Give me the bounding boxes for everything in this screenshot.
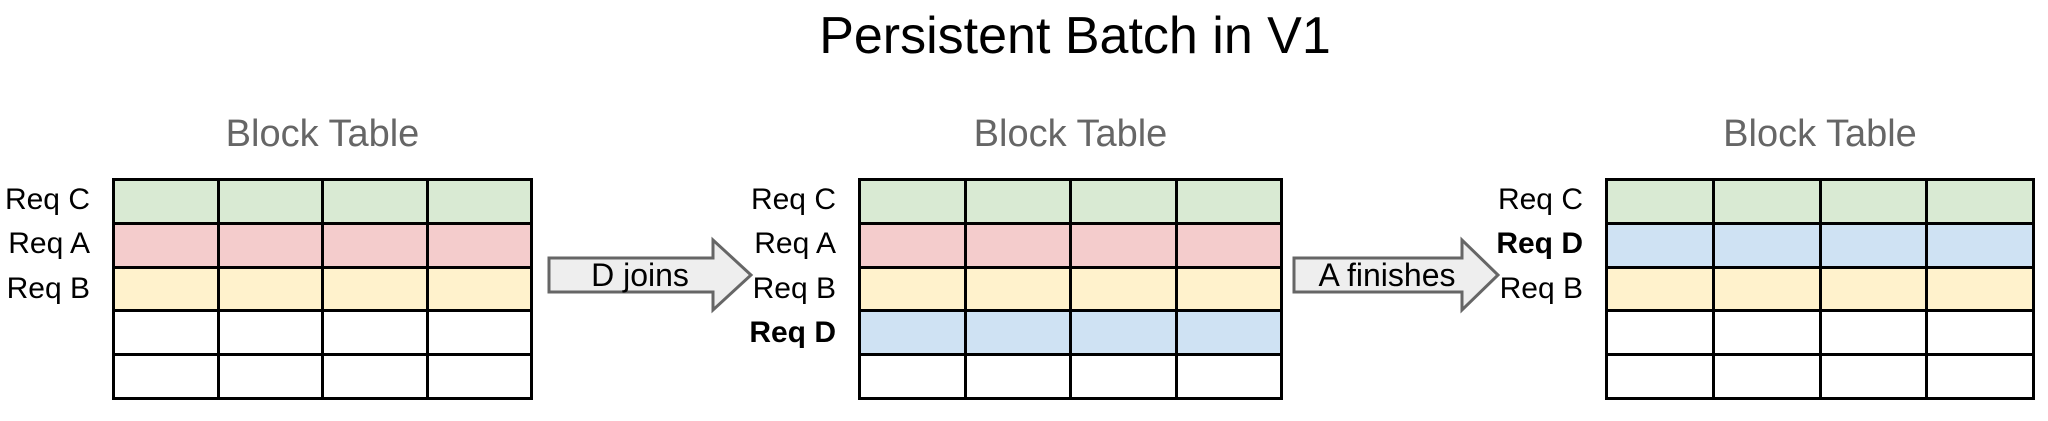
block-cell — [1608, 312, 1712, 354]
row-label-req-c: Req C — [4, 183, 90, 216]
block-cell — [1608, 268, 1712, 310]
block-cell — [219, 181, 321, 222]
block-cell — [324, 268, 426, 310]
block-cell — [428, 312, 530, 354]
block-cell — [1928, 356, 2032, 397]
block-cell — [861, 224, 964, 266]
block-cell — [428, 224, 530, 266]
block-cell — [1714, 312, 1819, 354]
block-cell — [219, 224, 321, 266]
row-label-req-c: Req C — [750, 183, 836, 216]
row-label-req-d: Req D — [749, 316, 836, 349]
block-table — [112, 178, 533, 400]
block-cell — [115, 356, 217, 397]
block-cell — [1821, 268, 1926, 310]
block-cell — [1177, 268, 1280, 310]
block-cell — [324, 181, 426, 222]
right-arrow-icon — [1292, 236, 1501, 314]
row-label-req-a: Req A — [754, 227, 836, 260]
block-cell — [1608, 356, 1712, 397]
block-cell — [1608, 224, 1712, 266]
row-label-req-a: Req A — [8, 227, 90, 260]
block-cell — [115, 224, 217, 266]
block-cell — [324, 356, 426, 397]
block-cell — [324, 312, 426, 354]
block-cell — [1821, 356, 1926, 397]
block-cell — [966, 356, 1069, 397]
row-label-req-b: Req B — [6, 272, 90, 305]
transition-arrow-label: A finishes — [1318, 257, 1456, 293]
block-cell — [1177, 312, 1280, 354]
block-cell — [1177, 356, 1280, 397]
block-cell — [861, 312, 964, 354]
block-cell — [1714, 356, 1819, 397]
block-cell — [966, 224, 1069, 266]
page-title: Persistent Batch in V1 — [819, 7, 1331, 65]
block-cell — [1821, 224, 1926, 266]
block-cell — [1821, 312, 1926, 354]
block-cell — [219, 312, 321, 354]
block-cell — [219, 356, 321, 397]
transition-arrow — [547, 236, 754, 314]
block-cell — [1177, 181, 1280, 222]
transition-arrow — [1292, 236, 1501, 314]
row-label-req-b: Req B — [1499, 272, 1583, 305]
block-cell — [1928, 268, 2032, 310]
block-cell — [428, 268, 530, 310]
row-label-req-d: Req D — [1496, 227, 1583, 260]
block-table — [1605, 178, 2035, 400]
block-cell — [861, 356, 964, 397]
block-cell — [966, 268, 1069, 310]
block-cell — [428, 181, 530, 222]
block-cell — [966, 181, 1069, 222]
block-cell — [861, 268, 964, 310]
transition-arrow-label: D joins — [591, 257, 689, 293]
block-table-title: Block Table — [225, 113, 420, 155]
block-cell — [966, 312, 1069, 354]
block-cell — [1928, 224, 2032, 266]
block-cell — [115, 181, 217, 222]
block-cell — [1072, 356, 1175, 397]
block-table — [858, 178, 1283, 400]
block-cell — [861, 181, 964, 222]
block-cell — [115, 312, 217, 354]
block-cell — [115, 268, 217, 310]
block-cell — [1072, 224, 1175, 266]
block-cell — [219, 268, 321, 310]
block-cell — [1714, 268, 1819, 310]
block-cell — [1072, 312, 1175, 354]
block-cell — [1928, 312, 2032, 354]
block-cell — [1821, 181, 1926, 222]
block-cell — [1714, 181, 1819, 222]
block-table-title: Block Table — [1723, 113, 1917, 155]
row-label-req-c: Req C — [1497, 183, 1583, 216]
block-cell — [1072, 268, 1175, 310]
block-cell — [1072, 181, 1175, 222]
block-cell — [428, 356, 530, 397]
block-cell — [1608, 181, 1712, 222]
block-cell — [324, 224, 426, 266]
block-cell — [1928, 181, 2032, 222]
block-table-title: Block Table — [973, 113, 1168, 155]
block-cell — [1714, 224, 1819, 266]
right-arrow-icon — [547, 236, 754, 314]
block-cell — [1177, 224, 1280, 266]
row-label-req-b: Req B — [752, 272, 836, 305]
